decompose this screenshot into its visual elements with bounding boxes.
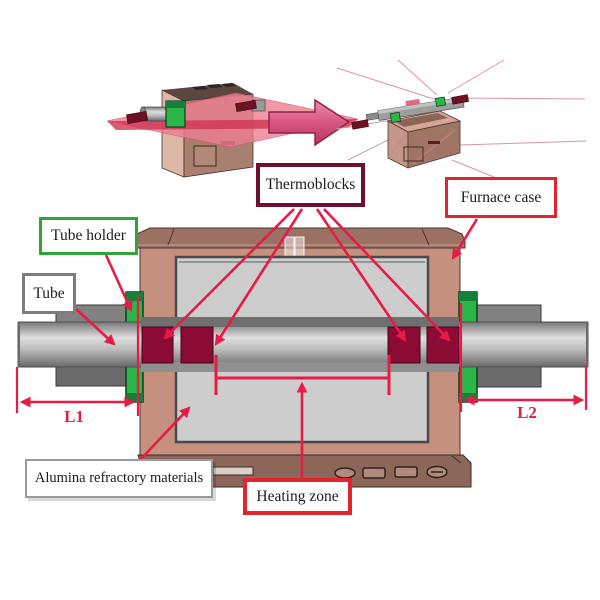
alumina-refractory-label: Alumina refractory materials [25,459,213,498]
l2-dimension-text: L2 [517,403,537,422]
mini-thermoblock-bar [235,99,257,113]
l2-dimension [459,303,588,412]
tube-holder-label: Tube holder [39,217,138,255]
tube-assembly [365,96,465,124]
mini-thermoblock-bar [126,110,149,125]
open-case-front-face [407,120,461,169]
tube-holder-label-text: Tube holder [51,227,126,244]
alumina-leader-arrow [139,406,191,461]
base-button [394,466,418,478]
channel-bottom-liner [141,362,459,372]
furnace-case-leader-arrow [451,218,479,260]
mini-tube-holder-cap [166,101,185,108]
mini-furnace-vent [192,86,208,90]
tube-label: Tube [22,273,76,314]
base-slot [212,466,254,476]
mini-furnace-vent [207,84,223,88]
mini-thermoblock-bar [451,94,469,105]
tube-label-text: Tube [33,284,65,302]
mini-furnace-top-face [162,83,253,101]
alumina-refractory-label-text: Alumina refractory materials [34,470,204,486]
l1-dimension-text: L1 [64,407,84,426]
mini-thermoblock-bar [351,119,369,130]
heating-zone-bracket [214,355,391,395]
heating-zone-label-text: Heating zone [256,487,339,505]
base-button [362,467,386,479]
l1-dimension [15,295,140,416]
mini-furnace-door [193,145,217,167]
transform-arrow [268,98,351,147]
furnace-lid [134,227,466,249]
thermoblocks-label: Thermoblocks [256,163,365,207]
thermoblocks-label-text: Thermoblocks [265,176,356,193]
furnace-case-label: Furnace case [445,177,557,218]
thermoblocks-leader-arrows [163,208,451,346]
tube-holder-leader-arrow [104,254,133,312]
open-furnace-3d-view [335,59,587,187]
tube-leader-arrow [75,308,116,346]
heating-zone-label: Heating zone [243,478,352,515]
furnace-cross-section [17,227,589,488]
thermoblock-square [180,326,214,364]
open-case-text-dots [428,141,440,144]
mini-furnace-vent [222,83,236,87]
furnace-case-label-text: Furnace case [460,188,542,206]
channel-top-liner [141,317,459,327]
open-case-door [403,146,424,162]
open-case-opening [394,113,448,127]
